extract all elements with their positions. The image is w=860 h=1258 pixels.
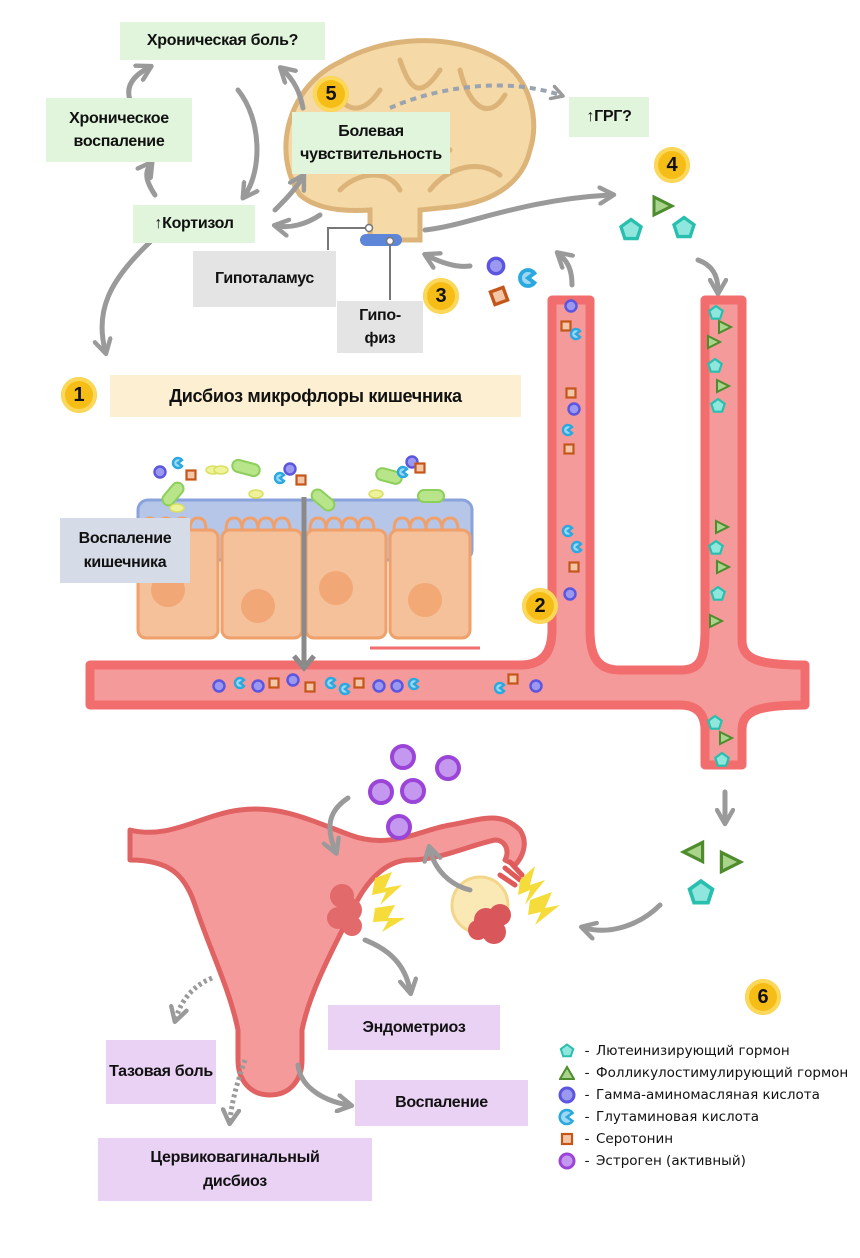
grg-label: ↑ГРГ? [569,97,649,137]
legend-item-estrogen: - Эстроген (активный) [556,1150,856,1172]
cortisol-label: ↑Кортизол [133,205,255,243]
inflammation-label: Воспаление [355,1080,528,1126]
feedback-arrows [102,68,725,930]
pelvic-pain-label: Тазовая боль [106,1040,216,1104]
uterus-arrows [295,795,473,1105]
gut-bacteria [153,455,445,513]
gut-inflammation-label: Воспаление кишечника [60,518,190,583]
pituitary-label-line2: физ [364,330,396,347]
endometriosis-label: Эндометриоз [328,1005,500,1050]
circle-icon [556,1084,578,1106]
pacman-icon [556,1106,578,1128]
triangle-icon [556,1062,578,1084]
released-hormones-bottom [681,840,743,905]
step-badge-2: 2 [522,588,558,624]
step-badge-6: 6 [745,979,781,1015]
step-badge-3: 3 [423,278,459,314]
legend: - Лютеинизирующий гормон - Фолликулостим… [556,1040,856,1172]
pentagon-icon [556,1040,578,1062]
step-badge-4: 4 [654,147,690,183]
pituitary-shape [360,234,402,246]
legend-item-fsh: - Фолликулостимулирующий гормон [556,1062,856,1084]
legend-item-gaba: - Гамма-аминомасляная кислота [556,1084,856,1106]
circle-purple-icon [556,1150,578,1172]
step-badge-1: 1 [61,377,97,413]
cervicovaginal-dysbiosis-line2: дисбиоз [203,1172,267,1190]
pituitary-label-line1: Гипо- [359,306,401,324]
chronic-inflammation-label: Хроническое воспаление [46,98,192,162]
dashed-arrow-grg [389,83,560,110]
released-hormones-4 [619,195,696,241]
uterus-illustration [127,806,560,1098]
intestinal-epithelium [136,497,474,672]
square-icon [556,1128,578,1150]
pituitary-label: Гипо- физ [337,301,423,353]
hypothalamus-label: Гипоталамус [193,251,336,307]
legend-item-serotonin: - Серотонин [556,1128,856,1150]
legend-item-glutamate: - Глутаминовая кислота [556,1106,856,1128]
blood-vessels [85,295,810,770]
chronic-pain-label: Хроническая боль? [120,22,325,60]
gut-dysbiosis-label: Дисбиоз микрофлоры кишечника [110,375,521,417]
released-molecules-3 [486,256,537,307]
cervicovaginal-dysbiosis-label: Цервиковагинальный дисбиоз [98,1138,372,1201]
step-badge-5: 5 [313,76,349,112]
pain-sensitivity-label: Болевая чувствительность [292,112,450,174]
legend-item-lh: - Лютеинизирующий гормон [556,1040,856,1062]
uterus-dotted-arrows [176,975,248,1120]
cervicovaginal-dysbiosis-line1: Цервиковагинальный [150,1149,320,1167]
